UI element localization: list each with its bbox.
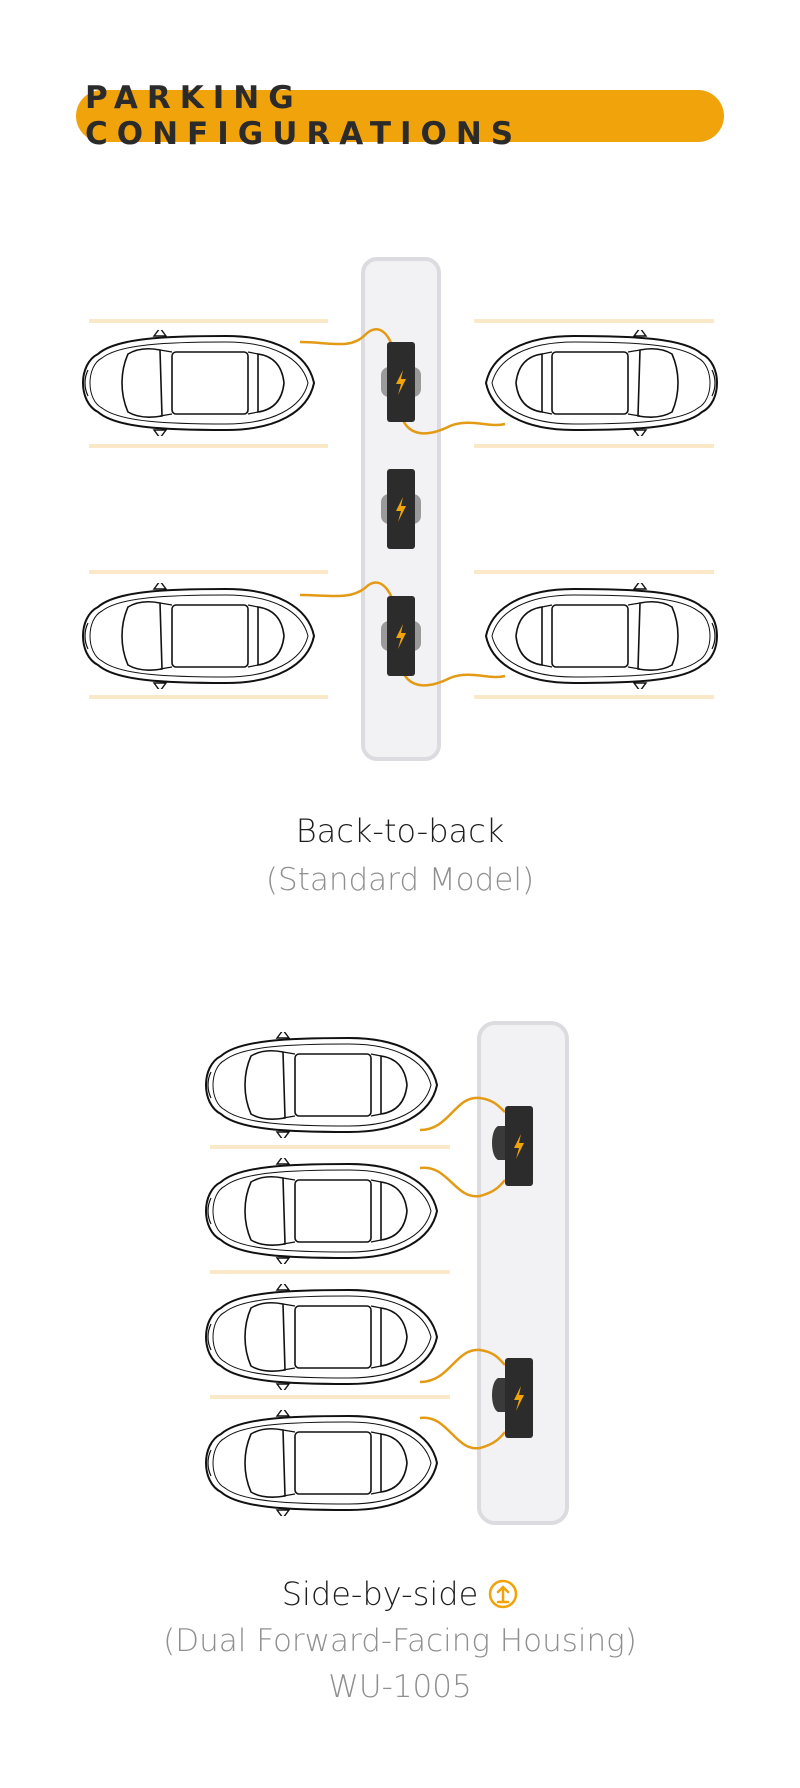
car-2 bbox=[204, 1158, 439, 1264]
charging-cables bbox=[419, 1096, 506, 1450]
arrow-up-circle-icon[interactable] bbox=[488, 1579, 518, 1609]
config-subtitle: (Standard Model) bbox=[265, 862, 535, 898]
model-number: WU-1005 bbox=[328, 1669, 472, 1705]
header-banner: PARKING CONFIGURATIONS bbox=[76, 80, 724, 152]
car-left-bottom bbox=[82, 583, 315, 689]
parking-lines bbox=[89, 319, 714, 699]
config-title: Back-to-back bbox=[295, 812, 505, 850]
charging-cables bbox=[299, 328, 506, 687]
charger-units bbox=[381, 342, 421, 676]
side-by-side-caption: Side-by-side (Dual Forward-Facing Housin… bbox=[0, 1575, 800, 1705]
back-to-back-diagram bbox=[82, 257, 718, 761]
car-1 bbox=[204, 1032, 439, 1138]
parking-lines bbox=[210, 1145, 450, 1399]
curb-island bbox=[477, 1021, 569, 1525]
page-title: PARKING CONFIGURATIONS bbox=[85, 80, 523, 152]
car-3 bbox=[204, 1284, 439, 1390]
car-left-top bbox=[82, 330, 315, 436]
car-right-bottom bbox=[485, 583, 718, 689]
charger-units bbox=[492, 1106, 533, 1438]
config-title: Side-by-side bbox=[281, 1575, 479, 1613]
config-subtitle: (Dual Forward-Facing Housing) bbox=[163, 1623, 637, 1659]
back-to-back-caption: Back-to-back (Standard Model) bbox=[0, 812, 800, 898]
side-by-side-diagram bbox=[204, 1021, 569, 1525]
car-right-top bbox=[485, 330, 718, 436]
car-4 bbox=[204, 1410, 439, 1516]
